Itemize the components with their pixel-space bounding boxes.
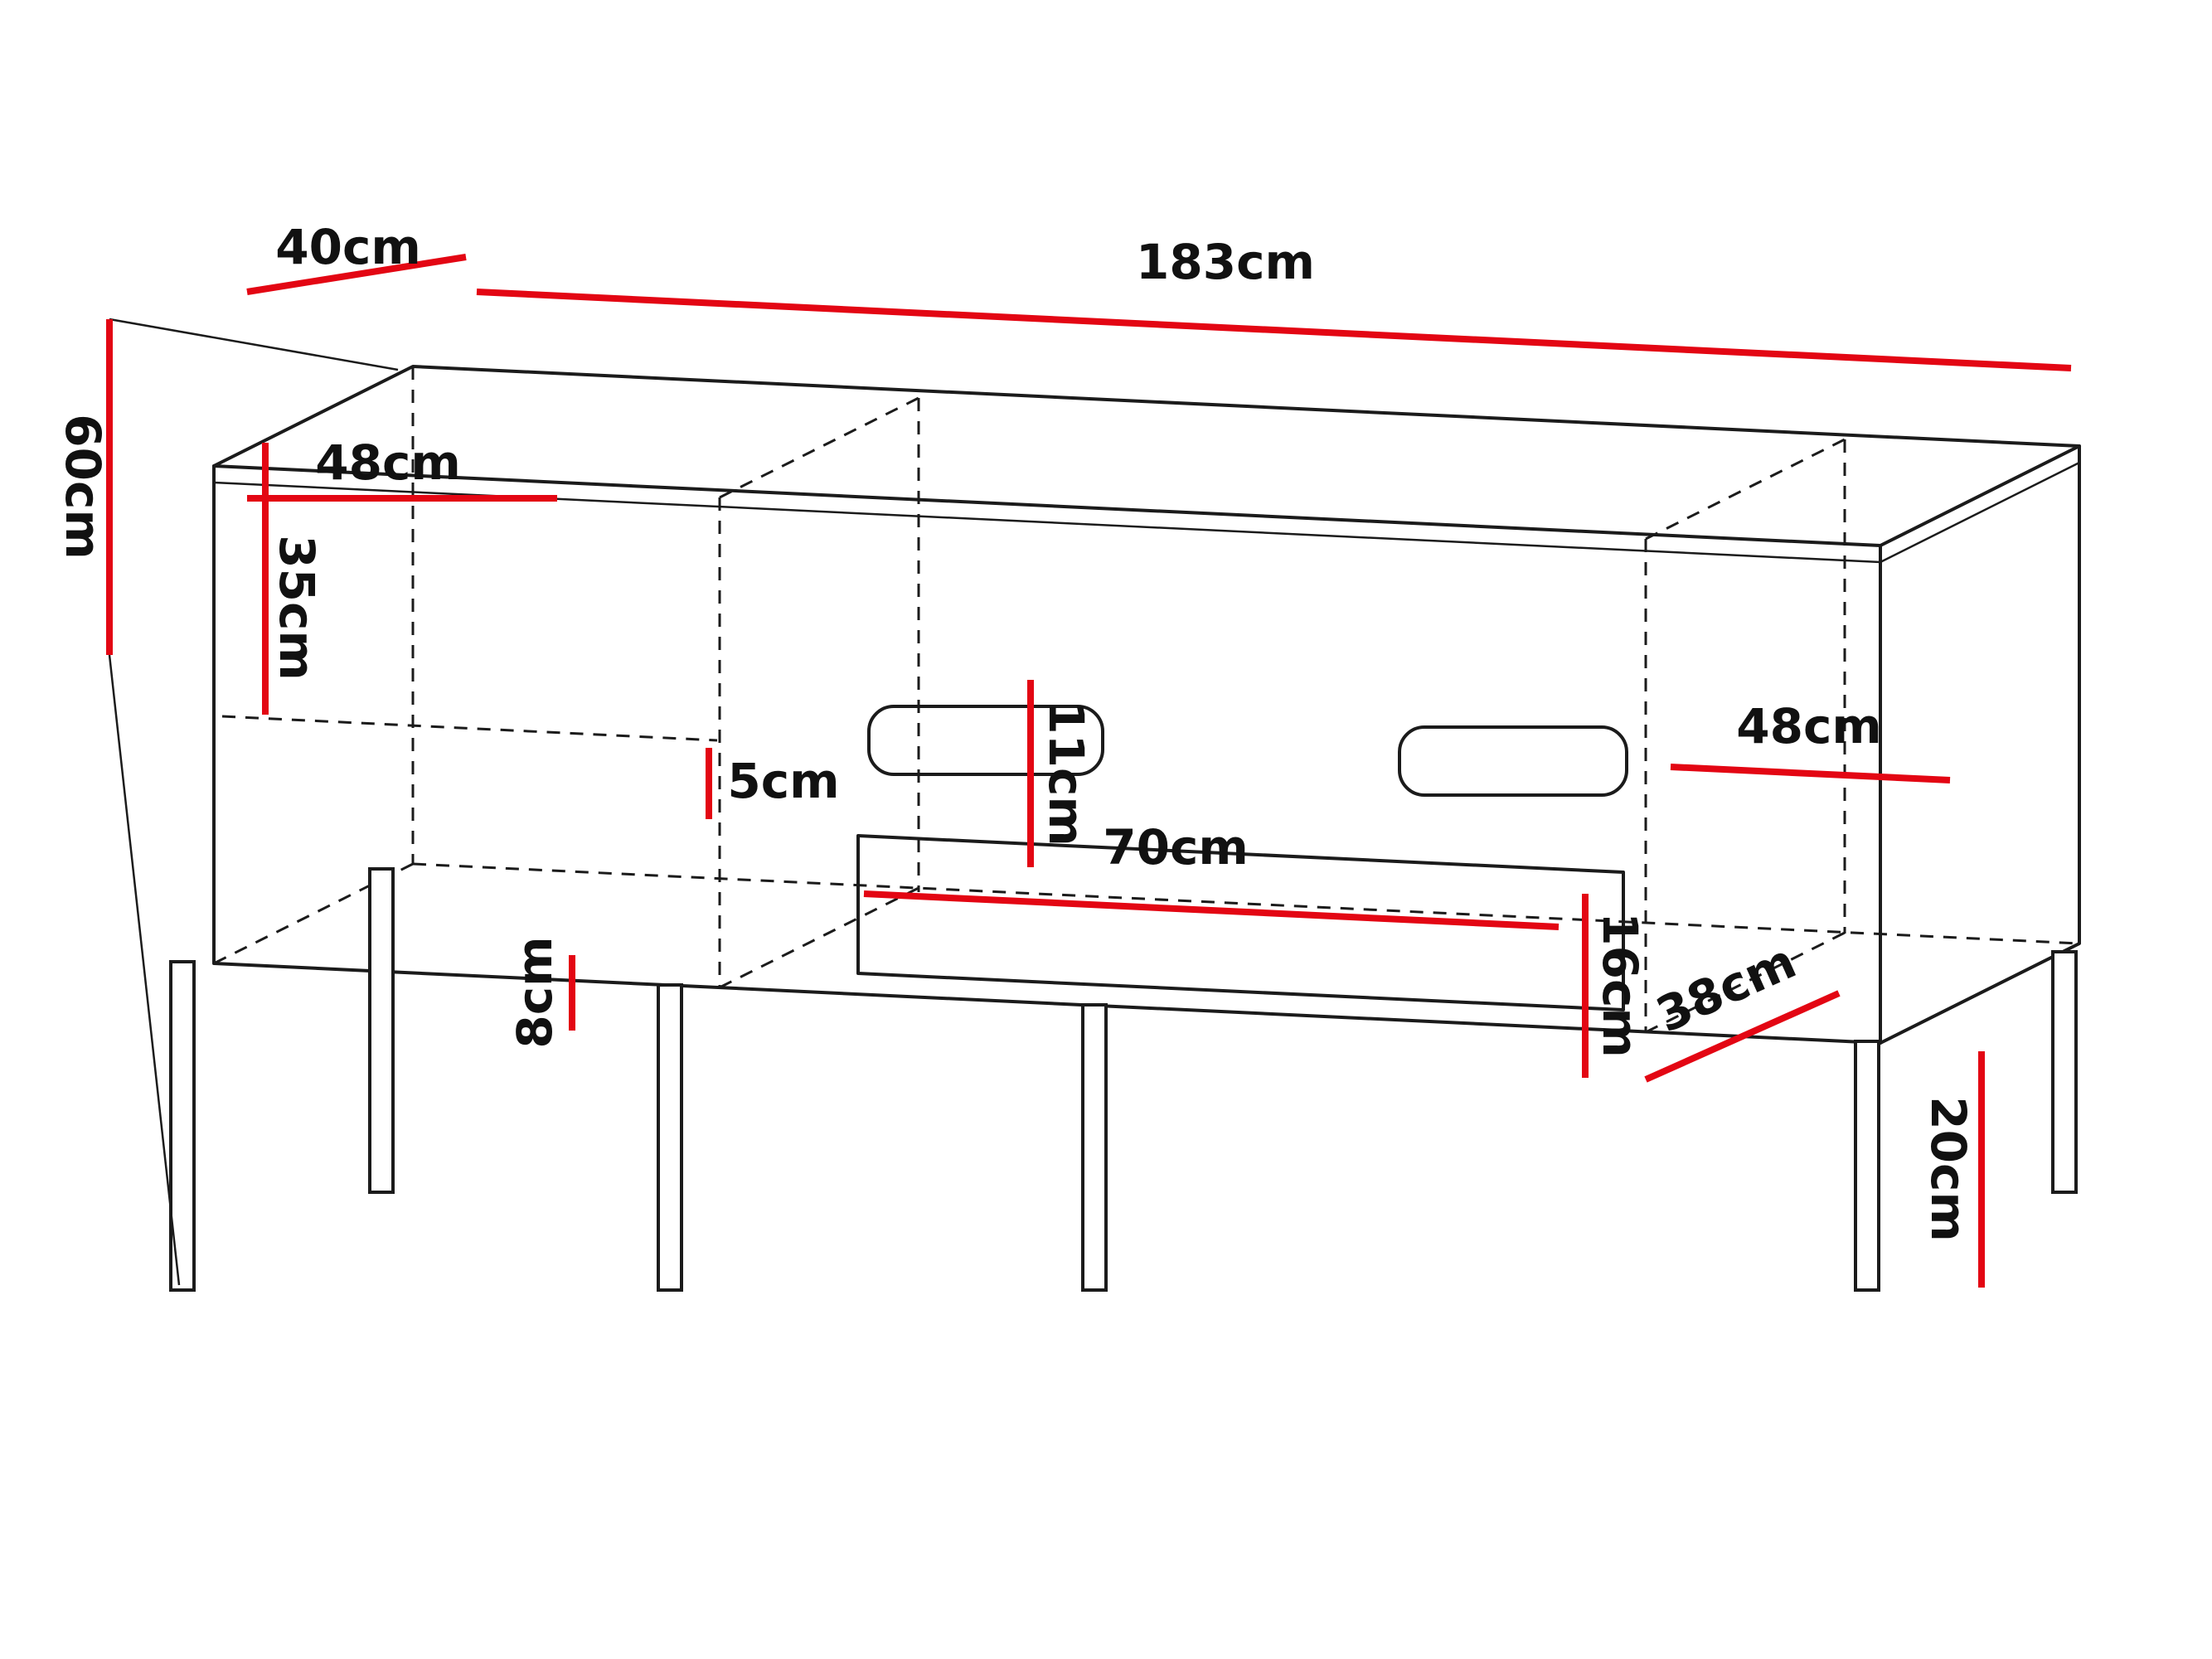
back-bottom-edge [412, 862, 2080, 945]
height-leader-top [109, 318, 399, 371]
front-face-outline [212, 464, 1882, 1045]
dim-line-right-depth-38 [1644, 990, 1841, 1083]
dim-label-height-60: 60cm [55, 414, 111, 560]
divider-left-top-depth [719, 396, 919, 499]
divider-left-bottom-depth [719, 886, 919, 989]
cable-hole-left [867, 705, 1104, 776]
dimension-labels: 40cm 183cm 60cm 48cm 35cm 5cm 11cm 70cm … [55, 219, 1977, 1242]
dim-label-depth-40: 40cm [275, 219, 421, 275]
leg-middle-left [657, 983, 683, 1292]
leg-front-left [169, 960, 196, 1292]
cabinet-wireframe [108, 318, 2081, 1292]
dim-label-width-183: 183cm [1136, 234, 1315, 290]
legs [169, 867, 2078, 1292]
dim-line-width-183 [476, 289, 2072, 371]
divider-right-top-depth [1645, 438, 1846, 541]
dim-label-right-depth-38: 38cm [1648, 933, 1804, 1044]
top-panel-lip-right [1880, 461, 2080, 564]
dim-label-niche-height-16: 16cm [1592, 912, 1648, 1058]
dim-line-depth-40 [246, 254, 467, 295]
leg-back-right [2051, 950, 2078, 1194]
dim-label-right-door-48: 48cm [1736, 698, 1882, 754]
leg-front-right [1854, 1040, 1880, 1292]
dim-label-left-door-48: 48cm [315, 434, 461, 491]
leg-middle-center [1081, 1003, 1108, 1292]
dim-label-leg-20: 20cm [1920, 1096, 1977, 1242]
dim-line-right-door-48 [1670, 764, 1951, 783]
dimension-lines [106, 254, 2072, 1288]
height-leader-bottom [108, 654, 181, 1286]
dim-label-top-niche-11: 11cm [1038, 701, 1094, 846]
leg-back-left [368, 867, 395, 1194]
left-compartment-shelf [221, 715, 718, 742]
dim-label-bottom-8: 8cm [507, 936, 563, 1048]
dim-label-left-interior-35: 35cm [269, 535, 325, 681]
top-panel-lip-front [213, 481, 1881, 564]
dim-label-niche-width-70: 70cm [1103, 819, 1249, 876]
right-side-outline [1879, 444, 2081, 1045]
niche-opening [856, 834, 1625, 1011]
top-face-outline [212, 365, 2081, 547]
cable-hole-right [1398, 725, 1628, 797]
dim-label-gap-5: 5cm [727, 753, 839, 809]
hidden-edges [213, 366, 2080, 1034]
dim-line-niche-width-70 [863, 890, 1560, 930]
